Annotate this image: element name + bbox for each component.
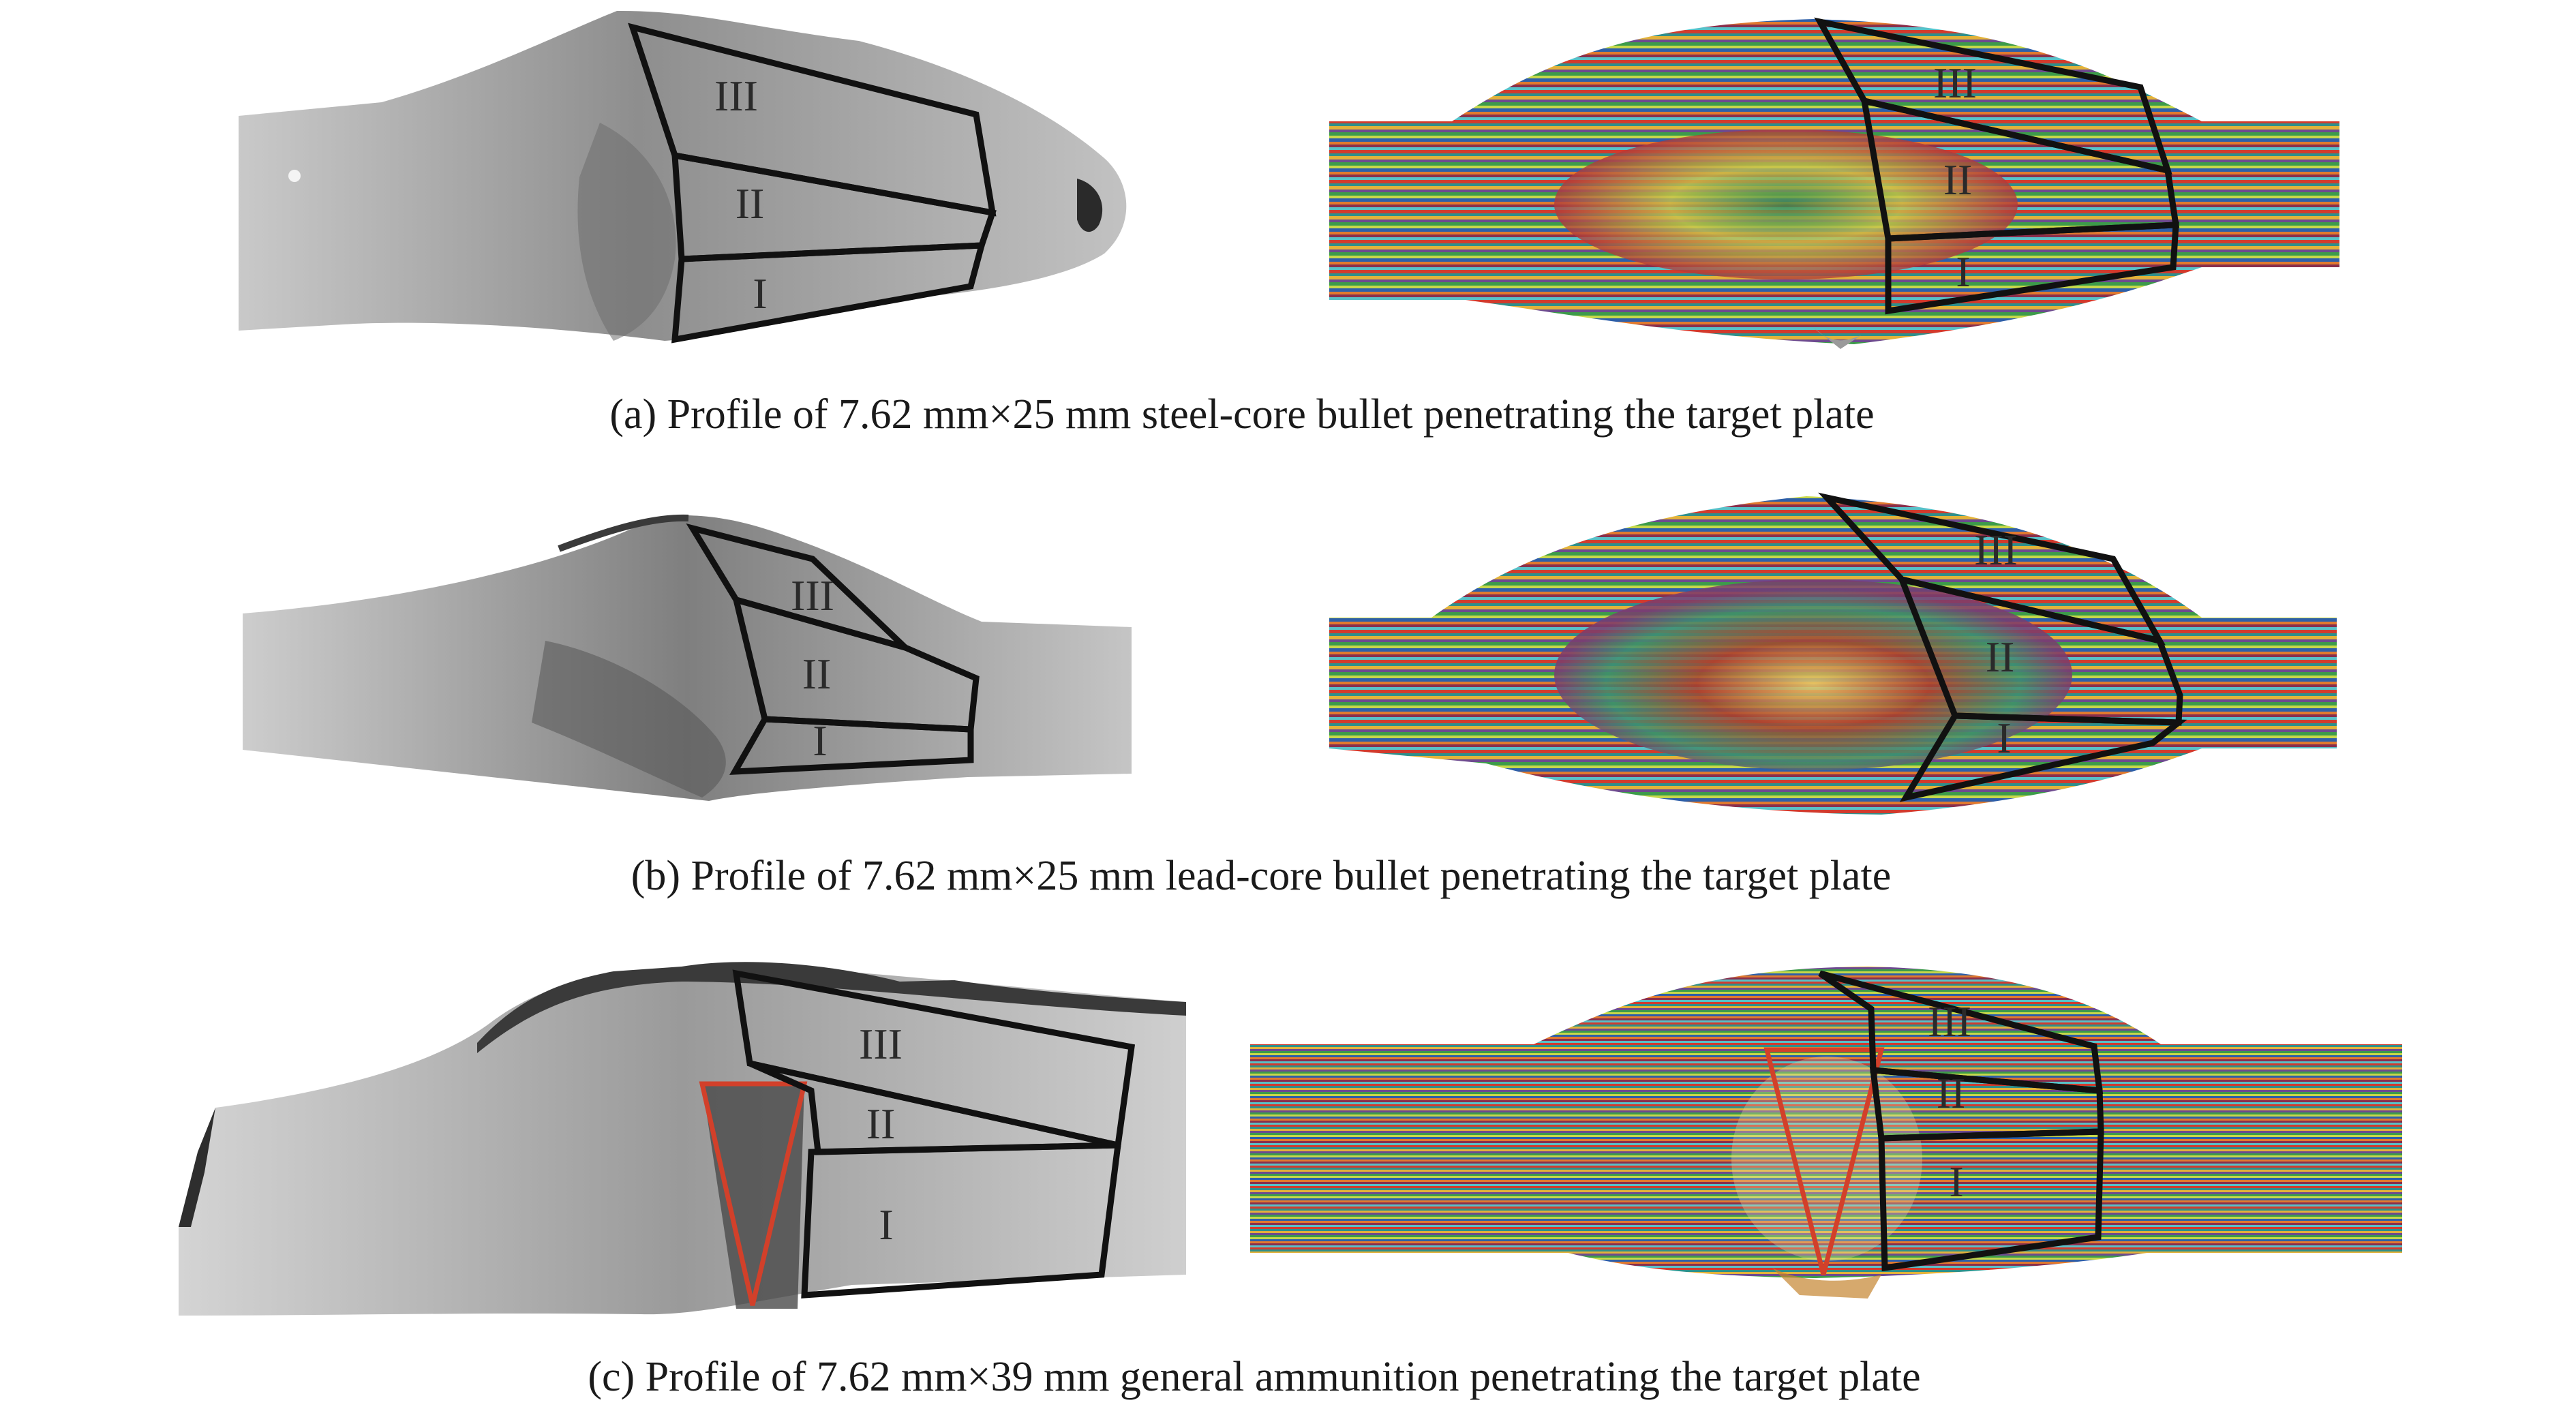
zone-iii-label: III: [714, 72, 758, 120]
panel-b: III II I III II I (b) Profile of 7.62 mm…: [243, 492, 2337, 899]
zone-ii-label: II: [802, 650, 832, 698]
zone-ii-label: II: [1937, 1069, 1966, 1117]
deformation-shadow: [577, 123, 676, 341]
zone-iii-label: III: [1933, 59, 1977, 107]
damage-band: [702, 1084, 804, 1309]
zone-i-outline: [671, 242, 986, 344]
zone-iii-label: III: [859, 1020, 903, 1068]
surface-pit: [288, 170, 301, 182]
panel-b-photo: III II I: [243, 514, 1132, 801]
penetration-core: [1554, 130, 2018, 279]
penetration-core: [1731, 1057, 1922, 1261]
zone-i-outline: [1885, 222, 2179, 315]
panel-c: III II I III II I (c) Profile of 7.62 mm…: [179, 962, 2402, 1400]
panel-a-simulation: III II I: [1329, 17, 2339, 349]
debris-fringe: [1813, 327, 1861, 349]
zone-i-label: I: [1997, 714, 2011, 762]
top-edge-dark: [477, 962, 1186, 1053]
panel-c-simulation: III II I: [1250, 967, 2402, 1299]
target-plate-section: [179, 966, 1186, 1316]
target-plate-section: [239, 10, 1127, 342]
damage-triangle: [1763, 1047, 1885, 1275]
zone-i-label: I: [1949, 1157, 1963, 1206]
zone-i-label: I: [1956, 247, 1970, 296]
panel-b-simulation: III II I: [1329, 492, 2337, 815]
zone-ii-label: II: [1943, 155, 1973, 204]
panel-c-photo: III II I: [179, 962, 1186, 1316]
zone-i-label: I: [879, 1200, 893, 1249]
zone-ii-label: II: [736, 179, 765, 228]
zone-ii-label: II: [1986, 633, 2015, 681]
left-edge-dark: [179, 1108, 215, 1227]
penetration-core: [1554, 579, 2072, 770]
panel-c-caption: (c) Profile of 7.62 mm×39 mm general amm…: [588, 1354, 1920, 1400]
panel-a: III II I III II I (a) Profile of 7.62 mm…: [239, 10, 2339, 438]
zone-iii-label: III: [1928, 997, 1971, 1046]
zone-i-outline: [801, 1142, 1122, 1299]
surface-bulge: [558, 514, 689, 552]
zone-i-outline: [729, 716, 974, 775]
zone-ii-outline: [1896, 575, 2183, 726]
zone-i-outline: [1899, 712, 2187, 802]
exit-crater: [1077, 179, 1103, 232]
zone-i-label: I: [753, 269, 767, 318]
debris-fringe: [1772, 1268, 1881, 1299]
damage-triangle: [699, 1081, 808, 1306]
zone-i-outline: [1878, 1128, 2104, 1272]
deformation-shadow: [532, 641, 726, 798]
zone-i-label: I: [813, 716, 827, 765]
zone-ii-label: II: [866, 1099, 896, 1148]
target-plate-section: [243, 515, 1132, 801]
panel-a-caption: (a) Profile of 7.62 mm×25 mm steel-core …: [609, 391, 1874, 438]
zone-iii-label: III: [791, 571, 834, 620]
panel-a-photo: III II I: [239, 10, 1127, 344]
panel-b-caption: (b) Profile of 7.62 mm×25 mm lead-core b…: [631, 853, 1891, 899]
zone-ii-outline: [731, 595, 980, 733]
zone-iii-label: III: [1974, 526, 2018, 574]
